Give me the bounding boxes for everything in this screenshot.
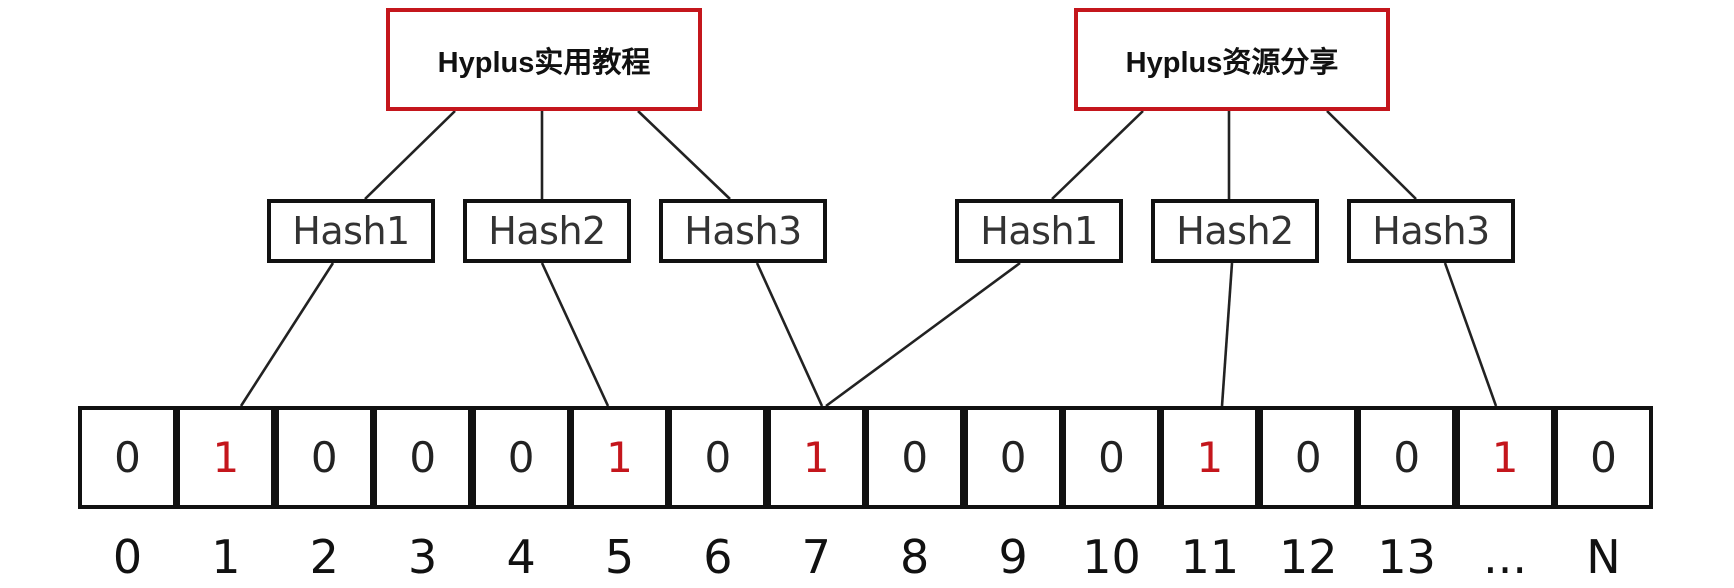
bit-cell-4: 0 [471, 406, 571, 509]
bit-cell-3: 0 [373, 406, 473, 509]
link-hash3-bit-14 [1443, 262, 1498, 407]
bit-index-label-8: 8 [900, 530, 930, 584]
bit-index-label-3: 3 [408, 530, 438, 584]
bit-index-label-13: 13 [1377, 530, 1436, 584]
source-box-resources: Hyplus资源分享 [1074, 8, 1390, 111]
bit-index-label-11: 11 [1180, 530, 1240, 584]
bit-cell-0: 0 [78, 406, 177, 509]
bit-index-label-9: 9 [998, 530, 1028, 584]
link-resources-hash3 [1326, 110, 1417, 200]
link-hash3-bit-7 [755, 262, 824, 407]
bit-index-label-10: 10 [1082, 530, 1141, 584]
link-hash2-bit-5 [540, 262, 610, 407]
bit-index-label-7: 7 [801, 530, 831, 584]
bit-index-label-5: 5 [604, 530, 635, 584]
bit-cell-13: 0 [1357, 406, 1457, 509]
bit-index-label-1: 1 [211, 530, 241, 584]
bit-index-label-12: 12 [1279, 530, 1338, 584]
bit-index-label-2: 2 [309, 530, 339, 584]
hash-box-2-right: Hash2 [1151, 199, 1319, 263]
bit-cell-1: 1 [176, 406, 276, 509]
hash-to-bit-links [239, 261, 1498, 408]
link-hash1-bit-7 [825, 261, 1021, 408]
hash-box-1-left: Hash1 [267, 199, 435, 263]
source-to-hash-links [364, 110, 1417, 200]
link-hash1-bit-1 [239, 262, 335, 407]
bit-cell-2: 0 [274, 406, 374, 509]
bit-cell-9: 0 [963, 406, 1063, 509]
link-tutorials-hash1 [364, 110, 456, 200]
bit-cell-10: 0 [1062, 406, 1161, 509]
hash-box-2-left: Hash2 [463, 199, 631, 263]
bit-index-label-15: N [1586, 530, 1621, 584]
bit-cell-11: 1 [1160, 406, 1260, 509]
link-tutorials-hash3 [637, 110, 731, 200]
hash-box-3-right: Hash3 [1347, 199, 1515, 263]
bit-cell-12: 0 [1258, 406, 1358, 509]
source-box-tutorials: Hyplus实用教程 [386, 8, 702, 111]
bit-cell-15: 0 [1554, 406, 1653, 509]
bit-cell-8: 0 [865, 406, 965, 509]
hash-box-1-right: Hash1 [955, 199, 1123, 263]
bit-index-label-0: 0 [112, 530, 143, 584]
bit-index-label-4: 4 [506, 530, 536, 584]
hash-box-3-left: Hash3 [659, 199, 827, 263]
bit-cell-6: 0 [668, 406, 768, 509]
bit-cell-7: 1 [766, 406, 866, 509]
link-resources-hash1 [1051, 110, 1144, 200]
bit-index-label-14: ... [1483, 530, 1528, 584]
bit-cell-5: 1 [570, 406, 669, 509]
bit-index-label-6: 6 [703, 530, 733, 584]
bit-cell-14: 1 [1455, 406, 1555, 509]
link-hash2-bit-11 [1220, 262, 1234, 407]
